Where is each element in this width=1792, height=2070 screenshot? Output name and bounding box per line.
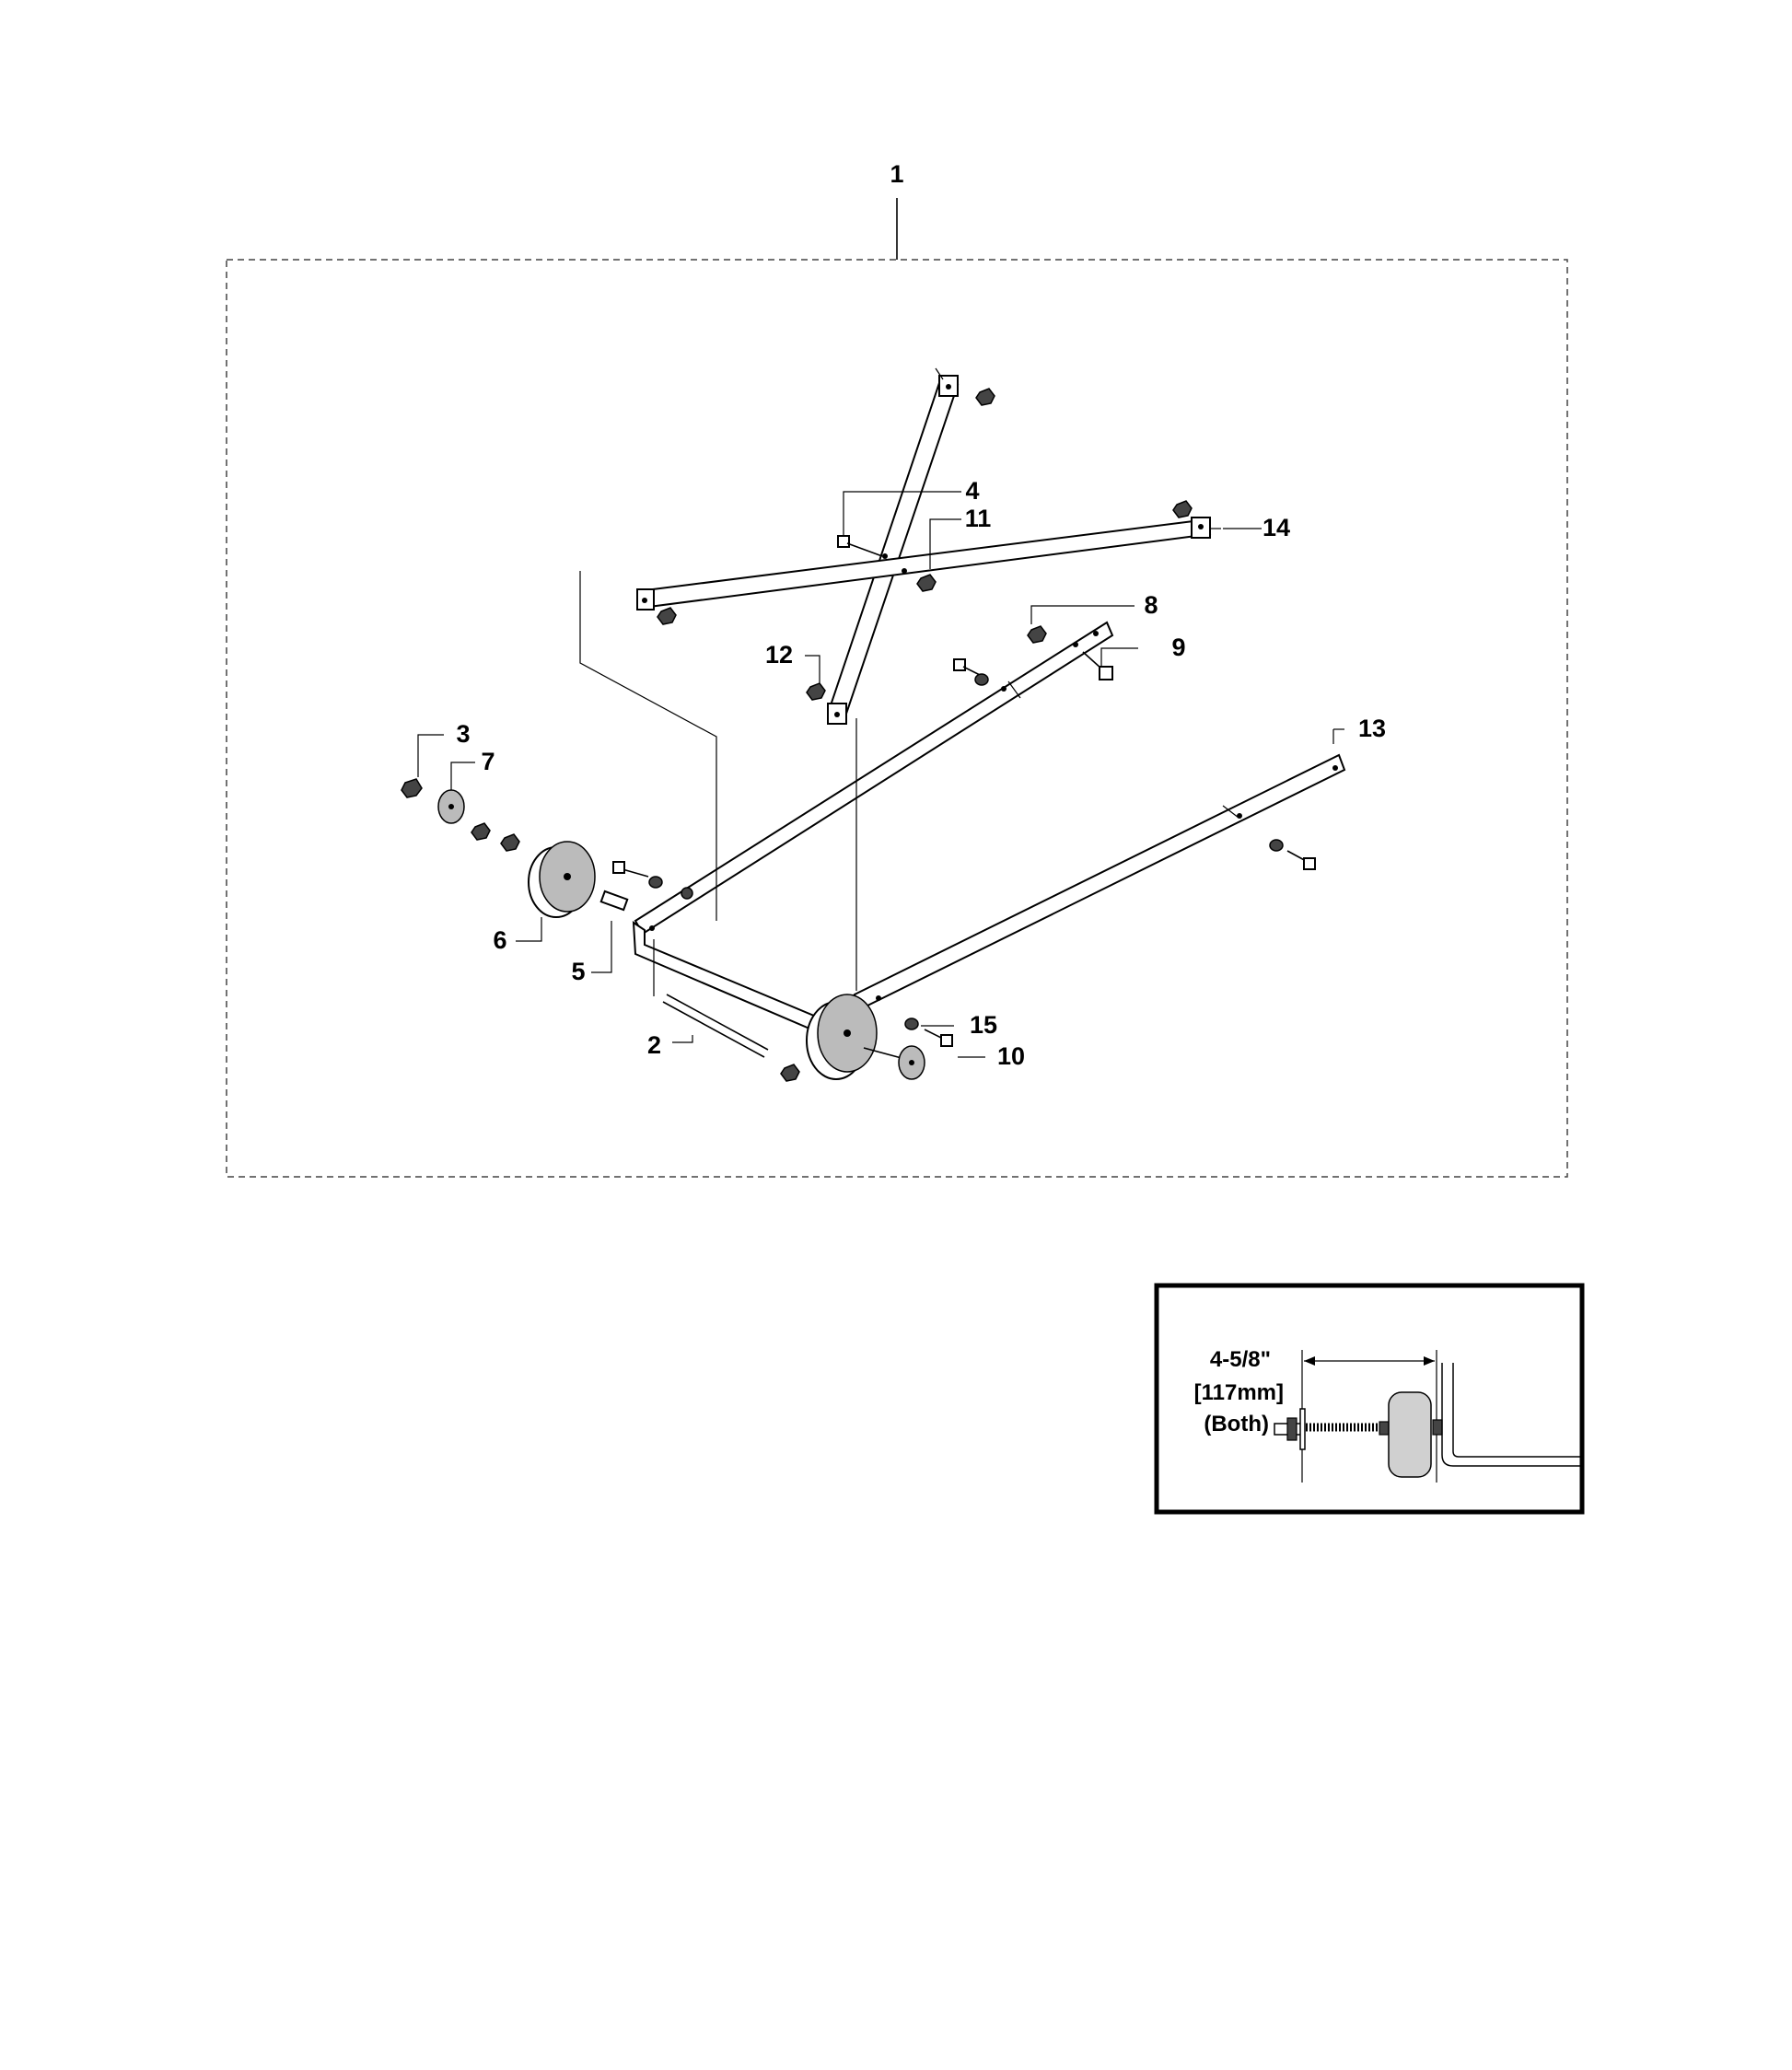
callout-2: 2	[647, 1031, 661, 1059]
callout-13: 13	[1358, 715, 1386, 742]
dimension-note: (Both)	[1204, 1412, 1269, 1436]
callout-14: 14	[1263, 514, 1290, 541]
right-frame-bar	[853, 753, 1346, 1011]
callout-11: 11	[965, 505, 992, 532]
callout-15: 15	[970, 1011, 997, 1039]
callout-leaders	[417, 491, 1344, 1058]
washer	[1299, 1408, 1306, 1450]
upper-frame-bar	[634, 621, 1114, 936]
callout-9: 9	[1171, 634, 1185, 661]
frame-bar	[1441, 1363, 1580, 1467]
right-wheel-assembly	[806, 839, 1316, 1080]
callout-10: 10	[997, 1042, 1025, 1070]
callout-7: 7	[481, 748, 495, 775]
hardware-upper	[657, 388, 1193, 701]
callout-4: 4	[965, 477, 979, 505]
dimension-metric: [117mm]	[1194, 1380, 1284, 1405]
callout-3: 3	[456, 720, 470, 748]
callout-12: 12	[765, 641, 793, 669]
detail-inset: 4-5/8" [117mm] (Both)	[1154, 1283, 1585, 1515]
left-wheel-assembly	[401, 778, 693, 918]
cross-brace	[636, 367, 1221, 725]
callout-8: 8	[1144, 591, 1158, 619]
dimension-imperial: 4-5/8"	[1210, 1347, 1271, 1372]
guide-line-left	[579, 571, 717, 921]
callout-5: 5	[571, 958, 585, 985]
callout-6: 6	[493, 926, 506, 954]
callout-1: 1	[890, 160, 903, 188]
assembly-boundary	[226, 259, 1568, 1178]
wheel	[1388, 1391, 1432, 1478]
axle-rod	[662, 994, 800, 1082]
